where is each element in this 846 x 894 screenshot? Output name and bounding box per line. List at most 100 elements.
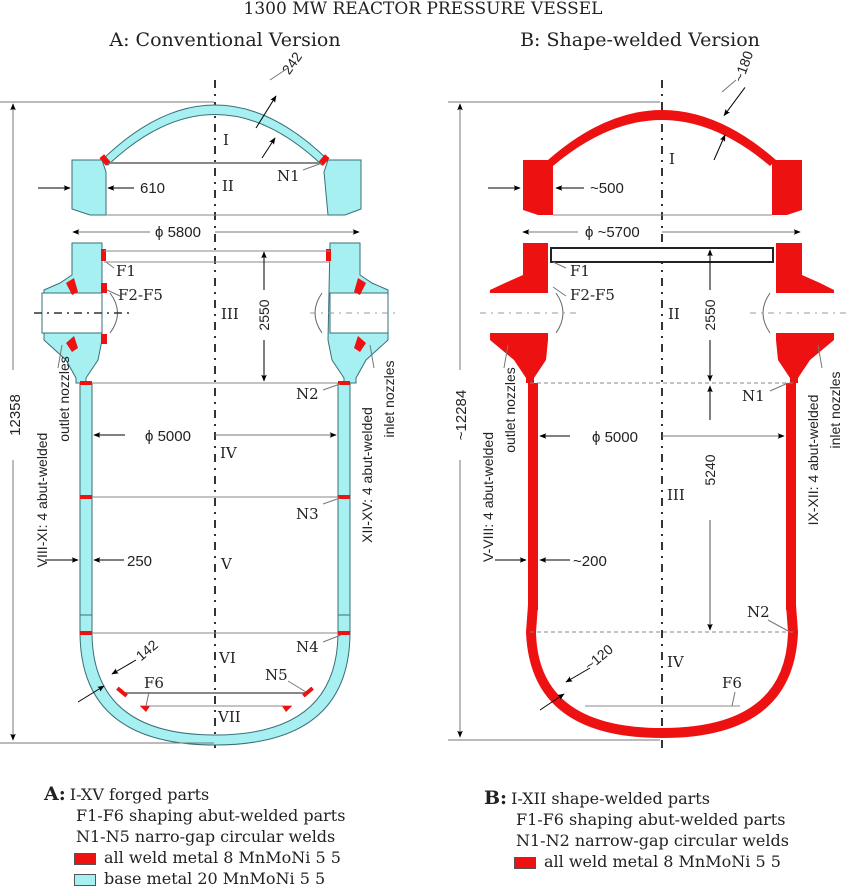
legend-a-row: N1-N5 narro-gap circular welds <box>44 826 345 847</box>
leader <box>767 619 791 633</box>
weld-label-n3: N3 <box>296 505 319 523</box>
leader <box>731 691 736 707</box>
leader <box>369 344 375 369</box>
legend-b-row: all weld metal 8 MnMoNi 5 5 <box>484 851 789 872</box>
legend-b-head: B: <box>484 787 508 809</box>
weld-label-n5: N5 <box>265 666 288 684</box>
closure-head-dome <box>548 110 776 166</box>
leader <box>287 680 307 693</box>
part-label-ii: II <box>668 305 680 323</box>
legend-a-line: I-XV forged parts <box>69 785 210 804</box>
legend-a-swatch-label: all weld metal 8 MnMoNi 5 5 <box>104 848 341 867</box>
part-label-vi: VI <box>218 649 236 667</box>
dim-arrow <box>261 137 276 159</box>
weld-label-n1: N1 <box>277 167 300 185</box>
dim-head-thickness: ~180 <box>730 49 756 84</box>
dim-bottom-thickness: 142 <box>133 636 161 663</box>
leader <box>769 382 789 392</box>
legend-b-line: F1-F6 shaping abut-welded parts <box>516 810 786 829</box>
leader <box>105 261 115 269</box>
shell-wall-left <box>79 382 93 633</box>
dim-arrow <box>77 685 105 703</box>
dim-shell-diameter: ϕ 5000 <box>145 428 191 445</box>
dim-flange-diameter: ϕ ~5700 <box>585 224 640 241</box>
legend-a-line: N1-N5 narro-gap circular welds <box>76 827 336 846</box>
legend-a-row: A:I-XV forged parts <box>44 784 345 805</box>
base-metal-swatch <box>74 873 96 886</box>
inlet-nozzles-note: IX-XII: 4 abut-welded <box>805 395 821 526</box>
leader <box>57 344 63 369</box>
part-label-iv: IV <box>220 444 238 462</box>
leader <box>817 344 823 369</box>
outlet-nozzles-note-2: outlet nozzles <box>502 367 518 453</box>
dim-nozzle-height: 2550 <box>256 299 272 330</box>
head-flange-right <box>772 160 802 215</box>
weld-n4 <box>338 631 350 635</box>
weld-metal-swatch <box>74 852 96 865</box>
weld-n3 <box>80 495 92 499</box>
part-label-iii: III <box>667 486 685 504</box>
legend-a: A:I-XV forged parts F1-F6 shaping abut-w… <box>44 784 345 889</box>
dim-flange-thickness: 610 <box>140 180 165 197</box>
dim-bottom-thickness: ~120 <box>582 641 617 674</box>
part-label-i: I <box>223 131 229 149</box>
part-label-i: I <box>669 150 675 168</box>
weld-n4 <box>80 631 92 635</box>
shell-wall-right <box>337 382 351 633</box>
weld-n3 <box>338 495 350 499</box>
dim-shell-diameter: ϕ 5000 <box>592 429 638 446</box>
legend-b-line: N1-N2 narrow-gap circular welds <box>516 831 789 850</box>
dim-wall-thickness: 250 <box>127 553 152 570</box>
dim-leader <box>721 79 737 93</box>
dim-shell-height: 5240 <box>702 454 718 485</box>
outlet-nozzles-note: VIII-XI: 4 abut-welded <box>34 433 50 568</box>
shell-wall-right <box>786 383 796 610</box>
weld-n5 <box>302 686 314 698</box>
weld-f6 <box>140 706 150 712</box>
weld-label-f1: F1 <box>116 262 136 280</box>
panel-b: ~12284 ~180 ~500 ϕ ~5700 2550 5240 ϕ 500… <box>448 49 846 752</box>
legend-b-row: F1-F6 shaping abut-welded parts <box>484 809 789 830</box>
weld-f1 <box>326 249 331 261</box>
weld-f2-f5 <box>101 283 107 293</box>
dim-arrow <box>539 693 565 711</box>
bottom-head <box>79 614 351 746</box>
weld-f2-f5 <box>101 334 107 344</box>
inlet-nozzles-note-2: inlet nozzles <box>827 371 843 448</box>
legend-a-line: F1-F6 shaping abut-welded parts <box>76 806 346 825</box>
page-title: 1300 MW REACTOR PRESSURE VESSEL <box>244 0 603 19</box>
legend-b-line: I-XII shape-welded parts <box>511 789 710 808</box>
part-label-iii: III <box>221 305 239 323</box>
dim-total-height: ~12284 <box>453 390 470 440</box>
weld-label-f1: F1 <box>570 262 590 280</box>
dim-leader <box>269 67 289 81</box>
legend-b: B:I-XII shape-welded parts F1-F6 shaping… <box>484 788 789 872</box>
leader <box>106 289 121 297</box>
dim-arrow <box>255 95 277 129</box>
outlet-nozzles-note: V-VIII: 4 abut-welded <box>480 432 496 562</box>
weld-label-f6: F6 <box>144 674 164 692</box>
weld <box>66 336 78 352</box>
legend-a-swatch-label: base metal 20 MnMoNi 5 5 <box>104 869 326 888</box>
weld-n2 <box>338 381 350 385</box>
leader <box>322 497 341 505</box>
weld <box>354 278 366 295</box>
part-label-iv: IV <box>667 653 685 671</box>
legend-b-row: B:I-XII shape-welded parts <box>484 788 789 809</box>
weld-f6 <box>282 706 292 712</box>
panel-a: 12358 242 610 ϕ 5800 2550 ϕ 5000 250 142… <box>0 49 400 752</box>
part-label-ii: II <box>222 177 234 195</box>
weld-n1-left <box>99 154 111 166</box>
leader <box>322 383 341 391</box>
weld-label-n4: N4 <box>296 638 319 656</box>
ring-f1 <box>550 247 774 263</box>
leader <box>322 634 342 643</box>
dim-nozzle-height: 2550 <box>702 299 718 330</box>
dim-total-height: 12358 <box>7 394 24 436</box>
leader <box>302 162 323 171</box>
weld <box>354 336 366 352</box>
legend-b-swatch-label: all weld metal 8 MnMoNi 5 5 <box>544 852 781 871</box>
outlet-nozzles-note-2: outlet nozzles <box>56 356 72 442</box>
dim-flange-diameter: ϕ 5800 <box>155 224 201 241</box>
